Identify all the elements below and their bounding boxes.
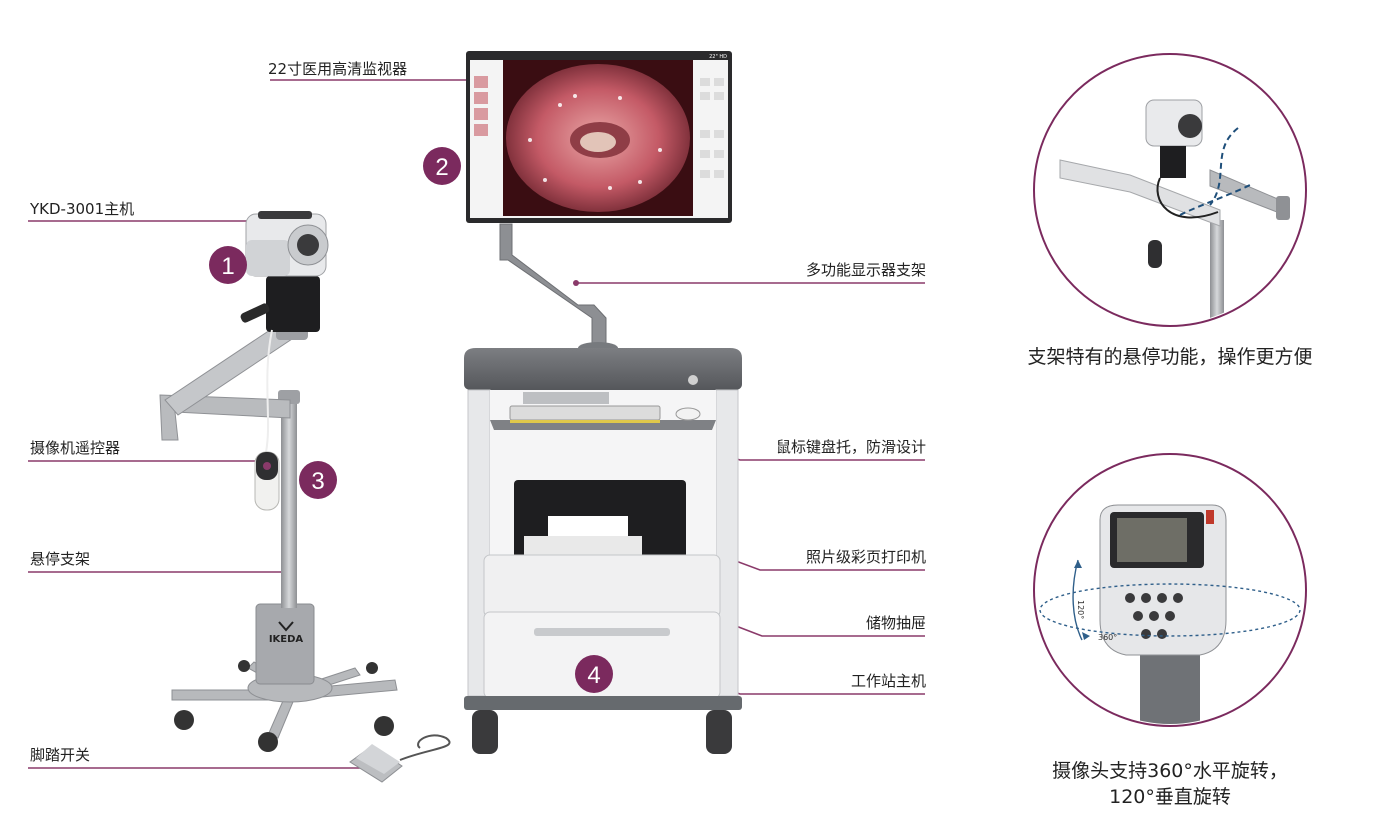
badge-1-number: 1 [221,253,234,280]
cart: 22" HD [464,51,742,754]
badge-2-number: 2 [435,154,448,181]
label-remote: 摄像机遥控器 [30,439,121,457]
badge-1: 1 [209,246,247,284]
label-workstation: 工作站主机 [850,672,926,690]
hover-stand: IKEDA [159,211,398,752]
horizontal-angle-label: 360° [1098,633,1117,642]
caption-rotation-line1: 摄像头支持360°水平旋转， [1052,760,1288,782]
label-tray: 鼠标键盘托，防滑设计 [775,438,926,456]
badge-4: 4 [575,655,613,693]
detail-circle-rotation: 120° 360° [1033,453,1307,727]
label-drawer: 储物抽屉 [865,614,926,632]
vertical-angle-label: 120° [1076,600,1085,619]
label-monitor: 22寸医用高清监视器 [268,60,408,78]
label-host: YKD-3001主机 [30,200,135,218]
label-pedal: 脚踏开关 [30,746,91,764]
label-printer: 照片级彩页打印机 [805,548,926,566]
leader-lines-left [28,79,472,769]
badge-4-number: 4 [587,662,600,689]
caption-rotation-line2: 120°垂直旋转 [1109,786,1231,808]
caption-hover: 支架特有的悬停功能，操作更方便 [1027,346,1313,368]
detail-circle-hover [1033,53,1307,327]
foot-pedal [349,734,451,783]
badge-3: 3 [299,461,337,499]
column-brand: IKEDA [269,634,304,645]
badge-2: 2 [423,147,461,185]
label-monitor-arm: 多功能显示器支架 [805,261,926,279]
badge-3-number: 3 [311,468,324,495]
monitor-size-label: 22" HD [709,54,727,60]
label-stand: 悬停支架 [30,550,91,568]
